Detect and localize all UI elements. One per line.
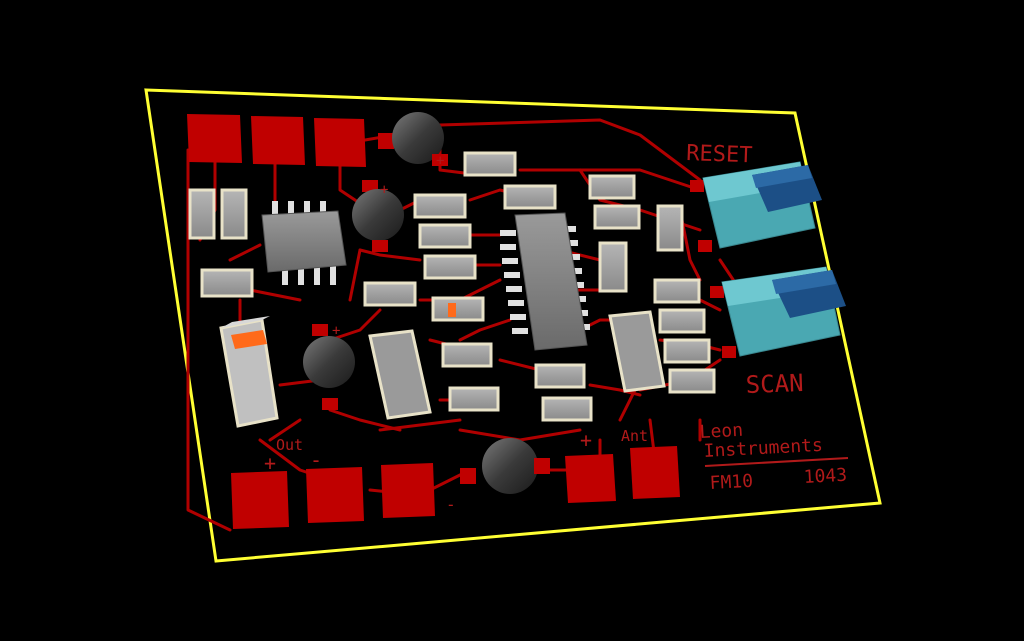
ic-soic20 [500, 212, 590, 351]
pads-bottom [231, 446, 680, 529]
label-code: 1043 [803, 465, 847, 488]
pad-top-3 [314, 118, 366, 167]
capacitor-left [303, 324, 355, 410]
button-scan[interactable] [710, 266, 846, 358]
label-out: Out [276, 436, 303, 454]
silkscreen: RESET SCAN Out + - Ant + + + + - Leon In… [264, 141, 849, 514]
label-cap-top-plus: + [436, 153, 444, 169]
ic-soic8 [261, 201, 347, 285]
pad-minus-3 [381, 463, 435, 518]
label-out-minus: - [310, 448, 322, 472]
pad-out-minus [306, 467, 364, 523]
label-out-plus: + [264, 451, 276, 475]
pad-top-2 [251, 116, 305, 165]
label-cap-bottom-minus: - [446, 495, 456, 514]
label-ant: Ant [621, 427, 648, 445]
pad-ant-plus [565, 454, 616, 503]
label-model: FM10 [709, 471, 753, 494]
label-scan: SCAN [745, 369, 804, 399]
pads-top [187, 114, 366, 167]
smd-right [588, 174, 716, 394]
resistor-pair-left [188, 188, 254, 298]
crystal-left [219, 316, 279, 428]
capacitor-mid [352, 180, 404, 252]
label-ant-plus: + [580, 428, 592, 452]
label-reset: RESET [686, 141, 753, 168]
label-cap-mid-plus: + [380, 182, 388, 198]
package-tall-mid [368, 329, 432, 420]
label-brand-line1: Leon [699, 420, 743, 443]
label-cap-left-plus: + [332, 323, 340, 339]
pad-ant [630, 446, 680, 499]
brand-underline [704, 457, 849, 467]
pad-out-plus [231, 471, 289, 529]
smd-column [363, 151, 593, 422]
capacitor-top [378, 112, 448, 166]
capacitor-bottom [460, 438, 550, 494]
pad-top-1 [187, 114, 242, 163]
board-outline [144, 88, 882, 563]
button-reset[interactable] [690, 161, 822, 252]
